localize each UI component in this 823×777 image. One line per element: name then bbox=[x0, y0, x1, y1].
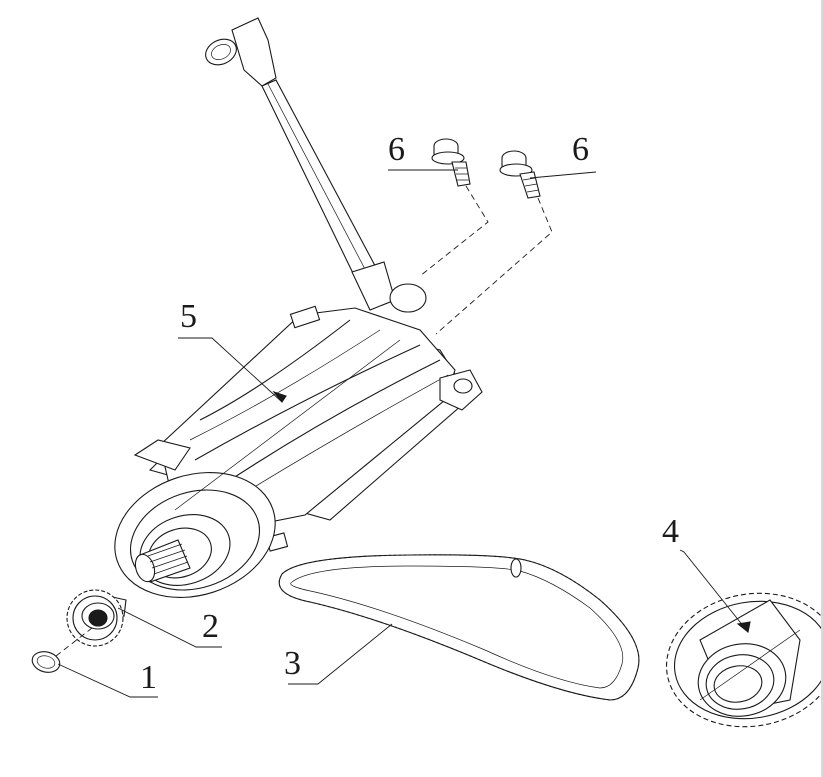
bolt-left bbox=[431, 138, 471, 187]
callout-2: 2 bbox=[202, 608, 219, 645]
right-edge-border bbox=[821, 0, 823, 777]
callout-3: 3 bbox=[284, 645, 301, 682]
leader-3 bbox=[288, 623, 393, 685]
bolt-right bbox=[499, 150, 541, 199]
leader-6b bbox=[529, 171, 597, 179]
drive-sprocket bbox=[66, 589, 127, 647]
bolt-left-path bbox=[419, 185, 489, 277]
drive-chain bbox=[278, 554, 640, 701]
driven-gear bbox=[665, 592, 823, 728]
leader-2 bbox=[117, 607, 222, 648]
leader-1 bbox=[57, 663, 158, 698]
leader-5 bbox=[178, 337, 283, 403]
leader-4 bbox=[679, 549, 749, 633]
starter-motor bbox=[114, 17, 483, 598]
motor-cable bbox=[205, 17, 427, 313]
callout-5: 5 bbox=[180, 298, 197, 335]
callout-6-right: 6 bbox=[572, 131, 589, 168]
circlip bbox=[31, 651, 61, 673]
callout-1: 1 bbox=[140, 659, 157, 696]
callout-4: 4 bbox=[662, 513, 679, 550]
circlip-path bbox=[55, 627, 93, 657]
bolt-right-path bbox=[435, 197, 553, 335]
callout-6-left: 6 bbox=[388, 131, 405, 168]
